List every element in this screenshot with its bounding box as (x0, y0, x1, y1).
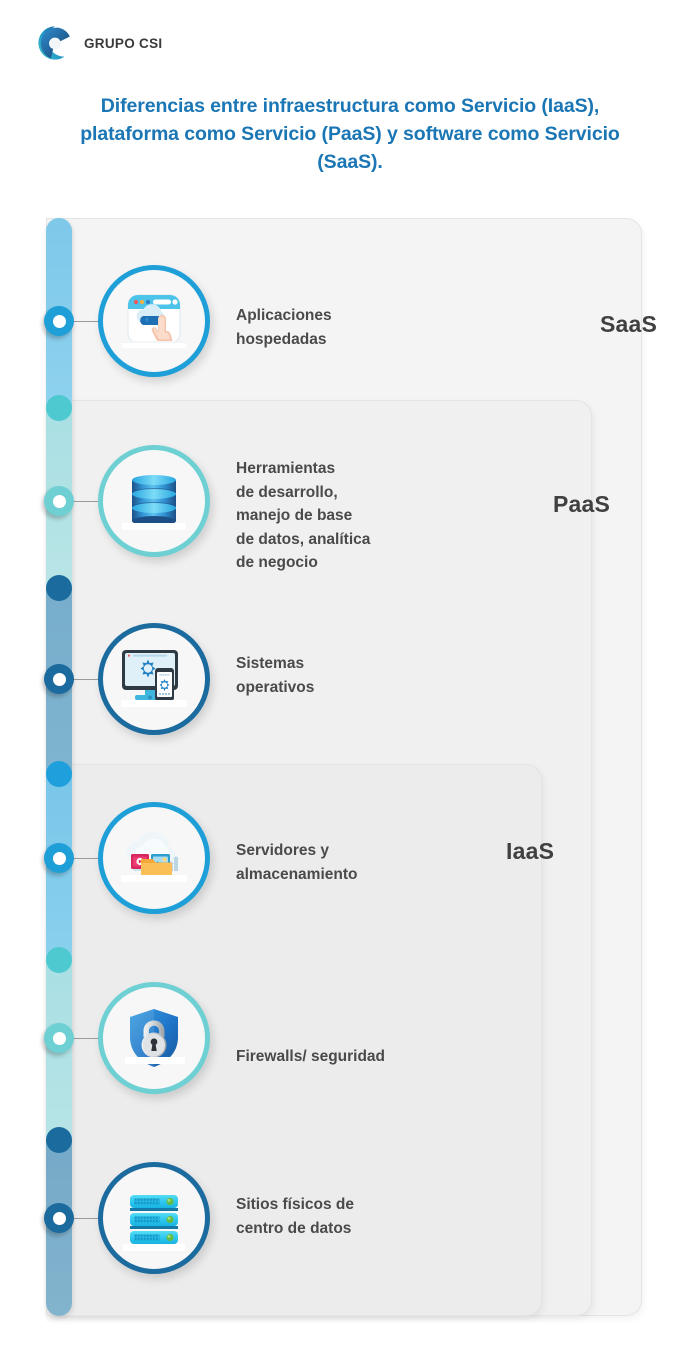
page-header: GRUPO CSI Diferencias entre infraestruct… (0, 0, 700, 200)
shield-padlock-icon (125, 1009, 185, 1067)
row-label-aplicaciones-hospedadas: Aplicaciones hospedadas (236, 307, 332, 348)
connector-line-3 (72, 679, 108, 680)
row-label-servidores-almacenamiento: Servidores y almacenamiento (236, 842, 358, 883)
icon-circle-shield-padlock (98, 982, 210, 1094)
browser-cloud-click-icon (122, 294, 186, 348)
timeline-marker-3[interactable] (44, 664, 74, 694)
monitor-phone-gear-icon (121, 650, 187, 707)
connector-line-2 (72, 501, 108, 502)
database-stack-icon (122, 475, 186, 530)
icon-circle-server-rack (98, 1162, 210, 1274)
icon-circle-browser-cloud-click (98, 265, 210, 377)
timeline-marker-1[interactable] (44, 306, 74, 336)
timeline-transition-dot-bright-1 (46, 761, 72, 787)
timeline-transition-dot-teal-1 (46, 395, 72, 421)
timeline-transition-dot-teal-2 (46, 947, 72, 973)
row-label-herramientas-desarrollo: Herramientas de desarrollo, manejo de ba… (236, 460, 371, 572)
panel-label-paas: PaaS (553, 491, 611, 517)
grupo-csi-g-logo-icon (38, 26, 70, 60)
server-rack-icon (123, 1195, 185, 1251)
cloud-storage-folder-icon (121, 831, 187, 882)
row-label-sistemas-operativos: Sistemas operativos (236, 655, 315, 696)
connector-line-4 (72, 858, 108, 859)
row-label-firewalls-seguridad: Firewalls/ seguridad (236, 1048, 386, 1065)
icon-circle-cloud-storage-folder (98, 802, 210, 914)
panel-label-saas: SaaS (600, 311, 658, 337)
connector-line-6 (72, 1218, 108, 1219)
page-title: Diferencias entre infraestructura como S… (80, 95, 620, 174)
timeline-marker-5[interactable] (44, 1023, 74, 1053)
service-model-diagram: SaaS PaaS IaaS (0, 218, 700, 1338)
timeline-transition-dot-deep-1 (46, 575, 72, 601)
icon-circle-monitor-phone-gear (98, 623, 210, 735)
icon-circle-database-stack (98, 445, 210, 557)
brand-logo: GRUPO CSI (36, 24, 162, 62)
timeline-marker-4[interactable] (44, 843, 74, 873)
timeline-marker-2[interactable] (44, 486, 74, 516)
brand-name: GRUPO CSI (84, 35, 163, 51)
timeline-transition-dot-deep-2 (46, 1127, 72, 1153)
connector-line-1 (72, 321, 108, 322)
timeline-marker-6[interactable] (44, 1203, 74, 1233)
row-label-sitios-fisicos: Sitios físicos de centro de datos (236, 1196, 355, 1237)
panel-label-iaas: IaaS (506, 838, 555, 864)
connector-line-5 (72, 1038, 108, 1039)
